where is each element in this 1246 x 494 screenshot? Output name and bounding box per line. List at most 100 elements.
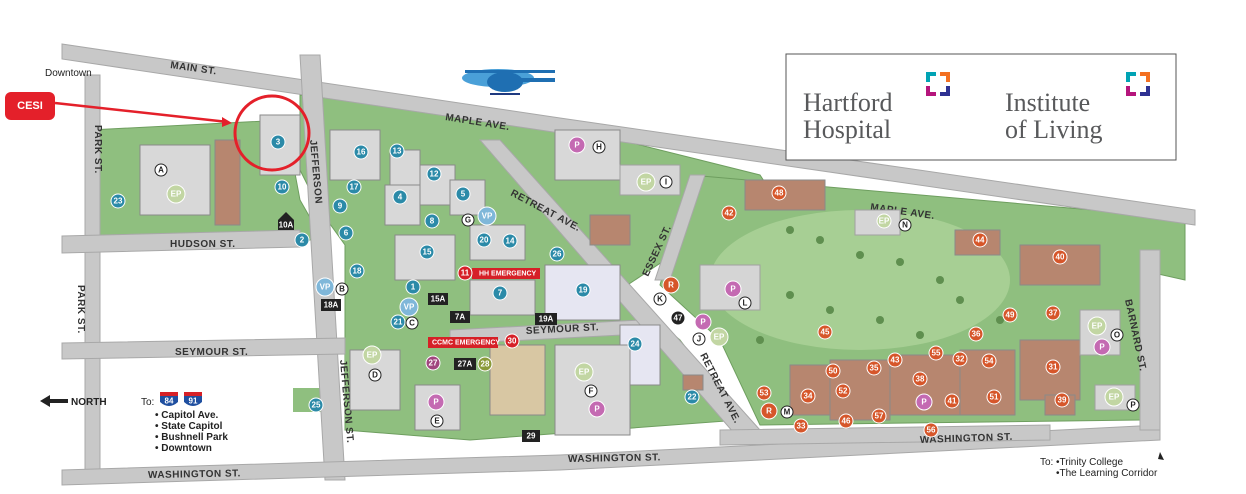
marker-57[interactable]: 57: [871, 408, 887, 424]
parking-icon[interactable]: P: [694, 313, 712, 331]
parking-icon[interactable]: P: [724, 280, 742, 298]
marker-2[interactable]: 2: [294, 232, 310, 248]
marker-50[interactable]: 50: [825, 363, 841, 379]
marker-letter-o[interactable]: O: [1110, 328, 1124, 342]
employee-parking-icon[interactable]: EP: [1087, 316, 1107, 336]
marker-31[interactable]: 31: [1045, 359, 1061, 375]
employee-parking-icon[interactable]: EP: [709, 327, 729, 347]
marker-letter-k[interactable]: K: [653, 292, 667, 306]
marker-letter-d[interactable]: D: [368, 368, 382, 382]
marker-letter-a[interactable]: A: [154, 163, 168, 177]
marker-26[interactable]: 26: [549, 246, 565, 262]
r-marker-icon[interactable]: R: [662, 276, 680, 294]
marker-7[interactable]: 7: [492, 285, 508, 301]
marker-43[interactable]: 43: [887, 352, 903, 368]
marker-35[interactable]: 35: [866, 360, 882, 376]
marker-28[interactable]: 28: [477, 356, 493, 372]
marker-24[interactable]: 24: [627, 336, 643, 352]
marker-letter-n[interactable]: N: [898, 218, 912, 232]
marker-49[interactable]: 49: [1002, 307, 1018, 323]
marker-11[interactable]: 11: [457, 265, 473, 281]
marker-17[interactable]: 17: [346, 179, 362, 195]
marker-letter-p[interactable]: P: [1126, 398, 1140, 412]
marker-51[interactable]: 51: [986, 389, 1002, 405]
employee-parking-icon[interactable]: EP: [574, 362, 594, 382]
marker-46[interactable]: 46: [838, 413, 854, 429]
marker-47[interactable]: 47: [670, 310, 686, 326]
parking-icon[interactable]: P: [1093, 338, 1111, 356]
marker-54[interactable]: 54: [981, 353, 997, 369]
marker-letter-h[interactable]: H: [592, 140, 606, 154]
employee-parking-icon[interactable]: EP: [166, 184, 186, 204]
employee-parking-icon[interactable]: EP: [1104, 387, 1124, 407]
marker-12[interactable]: 12: [426, 166, 442, 182]
marker-37[interactable]: 37: [1045, 305, 1061, 321]
valet-parking-icon[interactable]: VP: [477, 206, 497, 226]
marker-19[interactable]: 19: [575, 282, 591, 298]
marker-letter-c[interactable]: C: [405, 316, 419, 330]
buildings: [139, 114, 1101, 436]
marker-30[interactable]: 30: [504, 333, 520, 349]
parking-icon[interactable]: P: [427, 393, 445, 411]
marker-27[interactable]: 27: [425, 355, 441, 371]
entrance-19a[interactable]: 19A: [535, 313, 557, 325]
marker-38[interactable]: 38: [912, 371, 928, 387]
marker-13[interactable]: 13: [389, 143, 405, 159]
marker-letter-g[interactable]: G: [461, 213, 475, 227]
entrance-10a[interactable]: 10A: [278, 212, 294, 230]
marker-52[interactable]: 52: [835, 383, 851, 399]
marker-letter-i[interactable]: I: [659, 175, 673, 189]
marker-18[interactable]: 18: [349, 263, 365, 279]
marker-36[interactable]: 36: [968, 326, 984, 342]
marker-34[interactable]: 34: [800, 388, 816, 404]
valet-parking-icon[interactable]: VP: [399, 297, 419, 317]
marker-55[interactable]: 55: [928, 345, 944, 361]
parking-icon[interactable]: P: [568, 136, 586, 154]
marker-21[interactable]: 21: [390, 314, 406, 330]
marker-39[interactable]: 39: [1054, 392, 1070, 408]
marker-5[interactable]: 5: [455, 186, 471, 202]
marker-32[interactable]: 32: [952, 351, 968, 367]
marker-8[interactable]: 8: [424, 213, 440, 229]
marker-6[interactable]: 6: [338, 225, 354, 241]
marker-1[interactable]: 1: [405, 279, 421, 295]
entrance-18a[interactable]: 18A: [321, 299, 341, 311]
entrance-7a[interactable]: 7A: [450, 311, 470, 323]
entrance-27a[interactable]: 27A: [454, 358, 476, 370]
marker-44[interactable]: 44: [972, 232, 988, 248]
marker-40[interactable]: 40: [1052, 249, 1068, 265]
employee-parking-icon[interactable]: EP: [876, 213, 892, 229]
marker-25[interactable]: 25: [308, 397, 324, 413]
marker-45[interactable]: 45: [817, 324, 833, 340]
entrance-15a[interactable]: 15A: [428, 293, 448, 305]
parking-icon[interactable]: P: [915, 393, 933, 411]
employee-parking-icon[interactable]: EP: [362, 345, 382, 365]
marker-48[interactable]: 48: [771, 185, 787, 201]
marker-53[interactable]: 53: [756, 385, 772, 401]
marker-15[interactable]: 15: [419, 244, 435, 260]
parking-icon[interactable]: P: [588, 400, 606, 418]
marker-42[interactable]: 42: [721, 205, 737, 221]
marker-letter-l[interactable]: L: [738, 296, 752, 310]
marker-letter-e[interactable]: E: [430, 414, 444, 428]
marker-56[interactable]: 56: [923, 422, 939, 438]
marker-33[interactable]: 33: [793, 418, 809, 434]
marker-letter-b[interactable]: B: [335, 282, 349, 296]
marker-22[interactable]: 22: [684, 389, 700, 405]
marker-letter-j[interactable]: J: [692, 332, 706, 346]
marker-16[interactable]: 16: [353, 144, 369, 160]
marker-20[interactable]: 20: [476, 232, 492, 248]
marker-3[interactable]: 3: [270, 134, 286, 150]
r-marker-icon[interactable]: R: [760, 402, 778, 420]
valet-parking-icon[interactable]: VP: [315, 277, 335, 297]
entrance-29[interactable]: 29: [522, 430, 540, 442]
marker-41[interactable]: 41: [944, 393, 960, 409]
marker-letter-f[interactable]: F: [584, 384, 598, 398]
marker-10[interactable]: 10: [274, 179, 290, 195]
marker-4[interactable]: 4: [392, 189, 408, 205]
marker-23[interactable]: 23: [110, 193, 126, 209]
employee-parking-icon[interactable]: EP: [636, 172, 656, 192]
marker-letter-m[interactable]: M: [780, 405, 794, 419]
marker-9[interactable]: 9: [332, 198, 348, 214]
marker-14[interactable]: 14: [502, 233, 518, 249]
